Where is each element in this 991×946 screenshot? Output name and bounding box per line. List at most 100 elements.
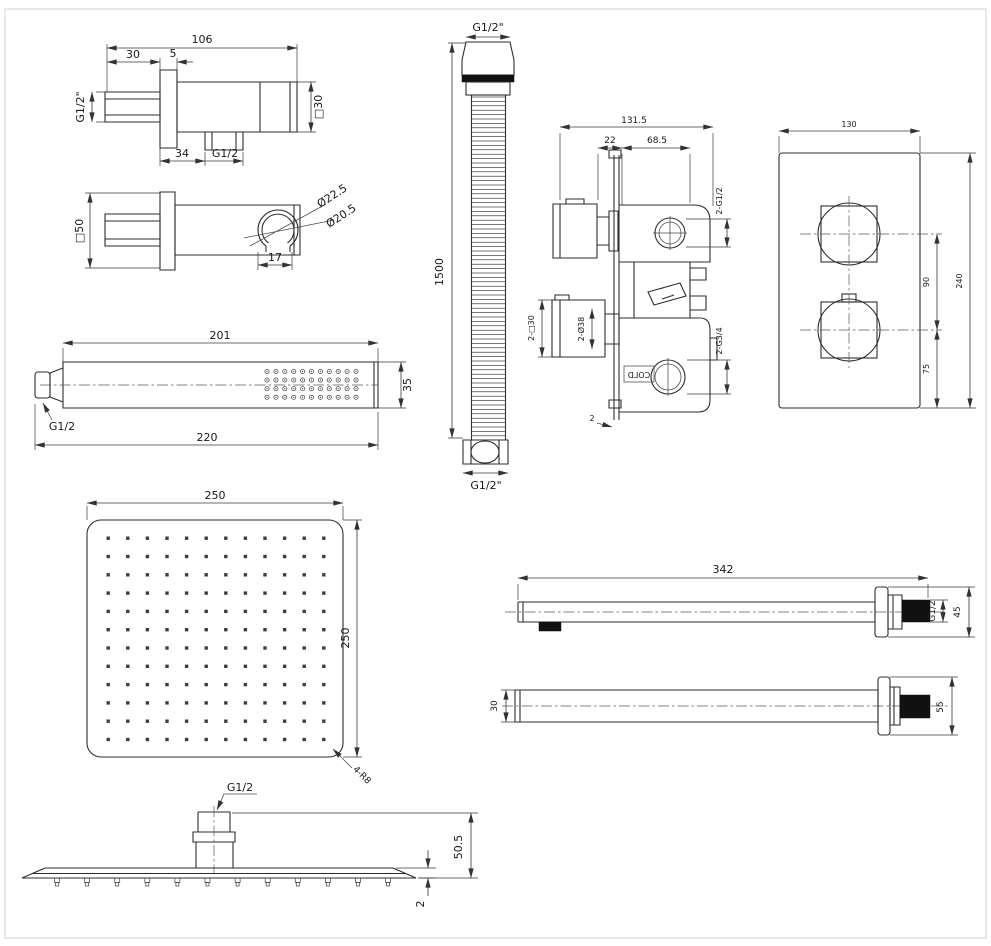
- handset-nozzle: [291, 369, 297, 374]
- head-nozzle: [106, 573, 110, 577]
- holder-thread: [104, 213, 161, 247]
- head-nozzle: [165, 591, 169, 595]
- head-nozzle: [243, 646, 248, 650]
- handset-nozzle: [300, 369, 306, 374]
- handset-nozzle-dot: [346, 370, 348, 373]
- holder-body: [174, 204, 301, 256]
- head-nozzle: [145, 554, 150, 559]
- extension-lines: [559, 133, 714, 206]
- handset-holder-drawing: □50 Ø22.5 Ø20.5 17: [73, 182, 359, 271]
- head-nozzle: [184, 628, 189, 632]
- handset-nozzle: [344, 369, 350, 374]
- dim-arm-thread: G1/2: [928, 599, 948, 623]
- head-nozzle: [282, 646, 287, 650]
- handset-nozzle: [335, 369, 341, 374]
- handset-nozzle: [335, 377, 341, 383]
- handset-nozzle: [309, 377, 314, 383]
- dim-elbow-step: 5: [170, 47, 193, 70]
- extension-lines: [686, 218, 731, 248]
- valve-plate-edge: [608, 149, 622, 420]
- handset-nozzle: [353, 386, 359, 392]
- dim-arm-flange: 45: [888, 586, 975, 638]
- holder-wall-flange: [159, 191, 176, 271]
- valve-port-top-cross: [653, 216, 687, 250]
- dim-label: 5: [170, 47, 177, 60]
- dim-label: 2-□30: [527, 315, 536, 341]
- head-nozzle: [165, 554, 169, 559]
- handset-nozzle-dot: [266, 388, 268, 390]
- dim-plate-width: 130: [778, 120, 921, 153]
- valve-side-view-drawing: COLD 131.5 22 68.5 2-G1/2 2-G3/4: [527, 116, 731, 428]
- head-nozzle: [263, 628, 267, 632]
- head-nozzle: [282, 609, 287, 614]
- hand-shower-drawing: 201 220 35 G1/2: [34, 329, 414, 450]
- head-nozzle: [106, 609, 110, 614]
- handset-nozzle-dot: [310, 388, 313, 390]
- handset-nozzle: [317, 369, 323, 374]
- handset-nozzle-dot: [328, 379, 330, 381]
- dim-bottom-offset: 75: [922, 329, 940, 409]
- handset-nozzle: [309, 394, 314, 400]
- side-nozzle: [264, 878, 271, 883]
- handset-nozzle-dot: [355, 388, 357, 390]
- head-nozzle: [165, 664, 169, 668]
- head-nozzle: [184, 664, 189, 668]
- dim-elbow-offset: 30: [106, 48, 161, 70]
- dim-handset-height: 35: [378, 361, 414, 409]
- head-nozzle: [204, 628, 208, 632]
- head-nozzle: [322, 682, 326, 687]
- handset-nozzle: [309, 386, 314, 392]
- handset-nozzle-dot: [337, 379, 339, 381]
- dim-label: 50.5: [452, 835, 465, 860]
- side-nozzle-tip: [235, 882, 240, 887]
- handset-nozzle-dot: [310, 379, 313, 381]
- head-nozzle: [224, 554, 228, 559]
- handset-nozzle-dot: [319, 379, 321, 381]
- thread-label: G1/2: [227, 781, 253, 794]
- handset-nozzle: [317, 394, 323, 400]
- dim-label: □30: [312, 95, 325, 119]
- head-nozzle: [126, 664, 130, 668]
- head-nozzle: [145, 646, 150, 650]
- dim-elbow-outlet-offset: 34: [159, 147, 206, 166]
- handset-nozzle-dot: [328, 388, 330, 390]
- head-nozzle: [184, 646, 189, 650]
- head-nozzle: [145, 591, 150, 595]
- hose-outline: [470, 95, 507, 440]
- handset-nozzle: [291, 394, 297, 400]
- extension-lines: [85, 192, 160, 269]
- dim-label: 75: [922, 364, 931, 374]
- head-nozzle: [282, 737, 287, 742]
- dim-holder-depth: 17: [257, 251, 293, 270]
- head-nozzle: [243, 554, 248, 559]
- dim-handset-face: 201: [62, 329, 379, 362]
- hose-corrugation: [471, 96, 506, 437]
- head-nozzle: [322, 573, 326, 577]
- head-nozzle: [184, 536, 189, 540]
- extension-lines: [778, 136, 921, 153]
- side-nozzle-tip: [265, 882, 270, 887]
- head-nozzle: [282, 664, 287, 668]
- head-nozzle: [302, 573, 306, 577]
- handset-nozzle-dot: [266, 370, 268, 373]
- handset-nozzle: [282, 394, 288, 400]
- side-nozzle: [385, 878, 391, 883]
- head-nozzle: [165, 701, 169, 705]
- shower-head-side-drawing: G1/2 50.5 2: [21, 781, 478, 908]
- handset-nozzle-dot: [319, 370, 321, 373]
- head-nozzle: [106, 591, 110, 595]
- head-nozzle: [263, 737, 267, 742]
- head-nozzle: [224, 701, 228, 705]
- hose-top-band: [461, 74, 515, 83]
- diameter-leader-lines: [243, 203, 335, 247]
- holder-ring: [257, 209, 299, 252]
- head-nozzle: [106, 554, 110, 559]
- head-nozzle: [106, 701, 110, 705]
- thread-label: G1/2: [928, 600, 938, 621]
- head-nozzle: [322, 664, 326, 668]
- head-nozzle: [106, 628, 110, 632]
- handset-nozzle-dot: [293, 370, 295, 373]
- shower-arm-ceiling-drawing: 30 55: [490, 676, 958, 736]
- leader-line: [596, 421, 613, 428]
- head-nozzle: [145, 628, 150, 632]
